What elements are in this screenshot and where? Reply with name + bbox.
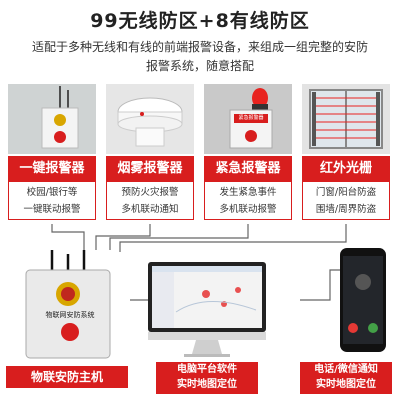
device-description: 校园/银行等 一键联动报警 (8, 182, 96, 220)
infrared-barrier-icon (302, 84, 390, 154)
computer-monitor-icon (148, 262, 266, 357)
device-desc-line: 多机联动通知 (121, 204, 179, 215)
device-desc-line: 预防火灾报警 (121, 187, 179, 198)
device-description: 发生紧急事件 多机联动报警 (204, 182, 292, 220)
infrared-barrier-photo (302, 84, 390, 154)
alarm-host-unit: 物联网安防系统 (18, 250, 118, 360)
mobile-phone (338, 248, 388, 354)
device-card-infrared-barrier: 红外光栅 门窗/阳台防盗 围墙/周界防盗 (302, 84, 390, 220)
computer-label: 电脑平台软件 实时地图定位 (156, 362, 258, 394)
device-description: 预防火灾报警 多机联动通知 (106, 182, 194, 220)
device-desc-line: 发生紧急事件 (219, 187, 277, 198)
computer-label-line: 电脑平台软件 (177, 364, 237, 375)
device-card-smoke-detector: 烟雾报警器 预防火灾报警 多机联动通知 (106, 84, 194, 220)
phone-label-line: 电话/微信通知 (314, 364, 378, 375)
device-card-panic-button: 一键报警器 校园/银行等 一键联动报警 (8, 84, 96, 220)
device-desc-line: 多机联动报警 (219, 204, 277, 215)
device-label: 红外光栅 (302, 156, 390, 182)
smoke-detector-icon (106, 84, 194, 154)
device-label: 烟雾报警器 (106, 156, 194, 182)
page-title: 99无线防区+8有线防区 (90, 10, 310, 32)
emergency-sign-text: 紧急报警器 (238, 115, 264, 121)
device-desc-line: 围墙/周界防盗 (315, 204, 377, 215)
host-label: 物联安防主机 (6, 366, 128, 388)
emergency-alarm-photo: 紧急报警器 (204, 84, 292, 154)
smoke-detector-photo (106, 84, 194, 154)
device-desc-line: 门窗/阳台防盗 (315, 187, 377, 198)
phone-label: 电话/微信通知 实时地图定位 (300, 362, 392, 394)
device-label: 紧急报警器 (204, 156, 292, 182)
emergency-alarm-icon (204, 84, 292, 154)
page-subtitle: 适配于多种无线和有线的前端报警设备，来组成一组完整的安防报警系统，随意搭配 (31, 40, 368, 73)
alarm-host-icon (25, 250, 111, 359)
device-description: 门窗/阳台防盗 围墙/周界防盗 (302, 182, 390, 220)
mobile-phone-icon (340, 248, 386, 352)
device-label: 一键报警器 (8, 156, 96, 182)
panic-button-photo (8, 84, 96, 154)
computer-label-line: 实时地图定位 (177, 379, 237, 390)
computer-monitor (146, 262, 268, 358)
host-panel-text: 物联网安防系统 (45, 311, 95, 319)
phone-label-line: 实时地图定位 (316, 379, 376, 390)
panic-button-icon (8, 84, 96, 154)
device-card-emergency-alarm: 紧急报警器 紧急报警器 发生紧急事件 多机联动报警 (204, 84, 292, 220)
device-desc-line: 校园/银行等 (26, 187, 78, 198)
device-desc-line: 一键联动报警 (23, 204, 81, 215)
